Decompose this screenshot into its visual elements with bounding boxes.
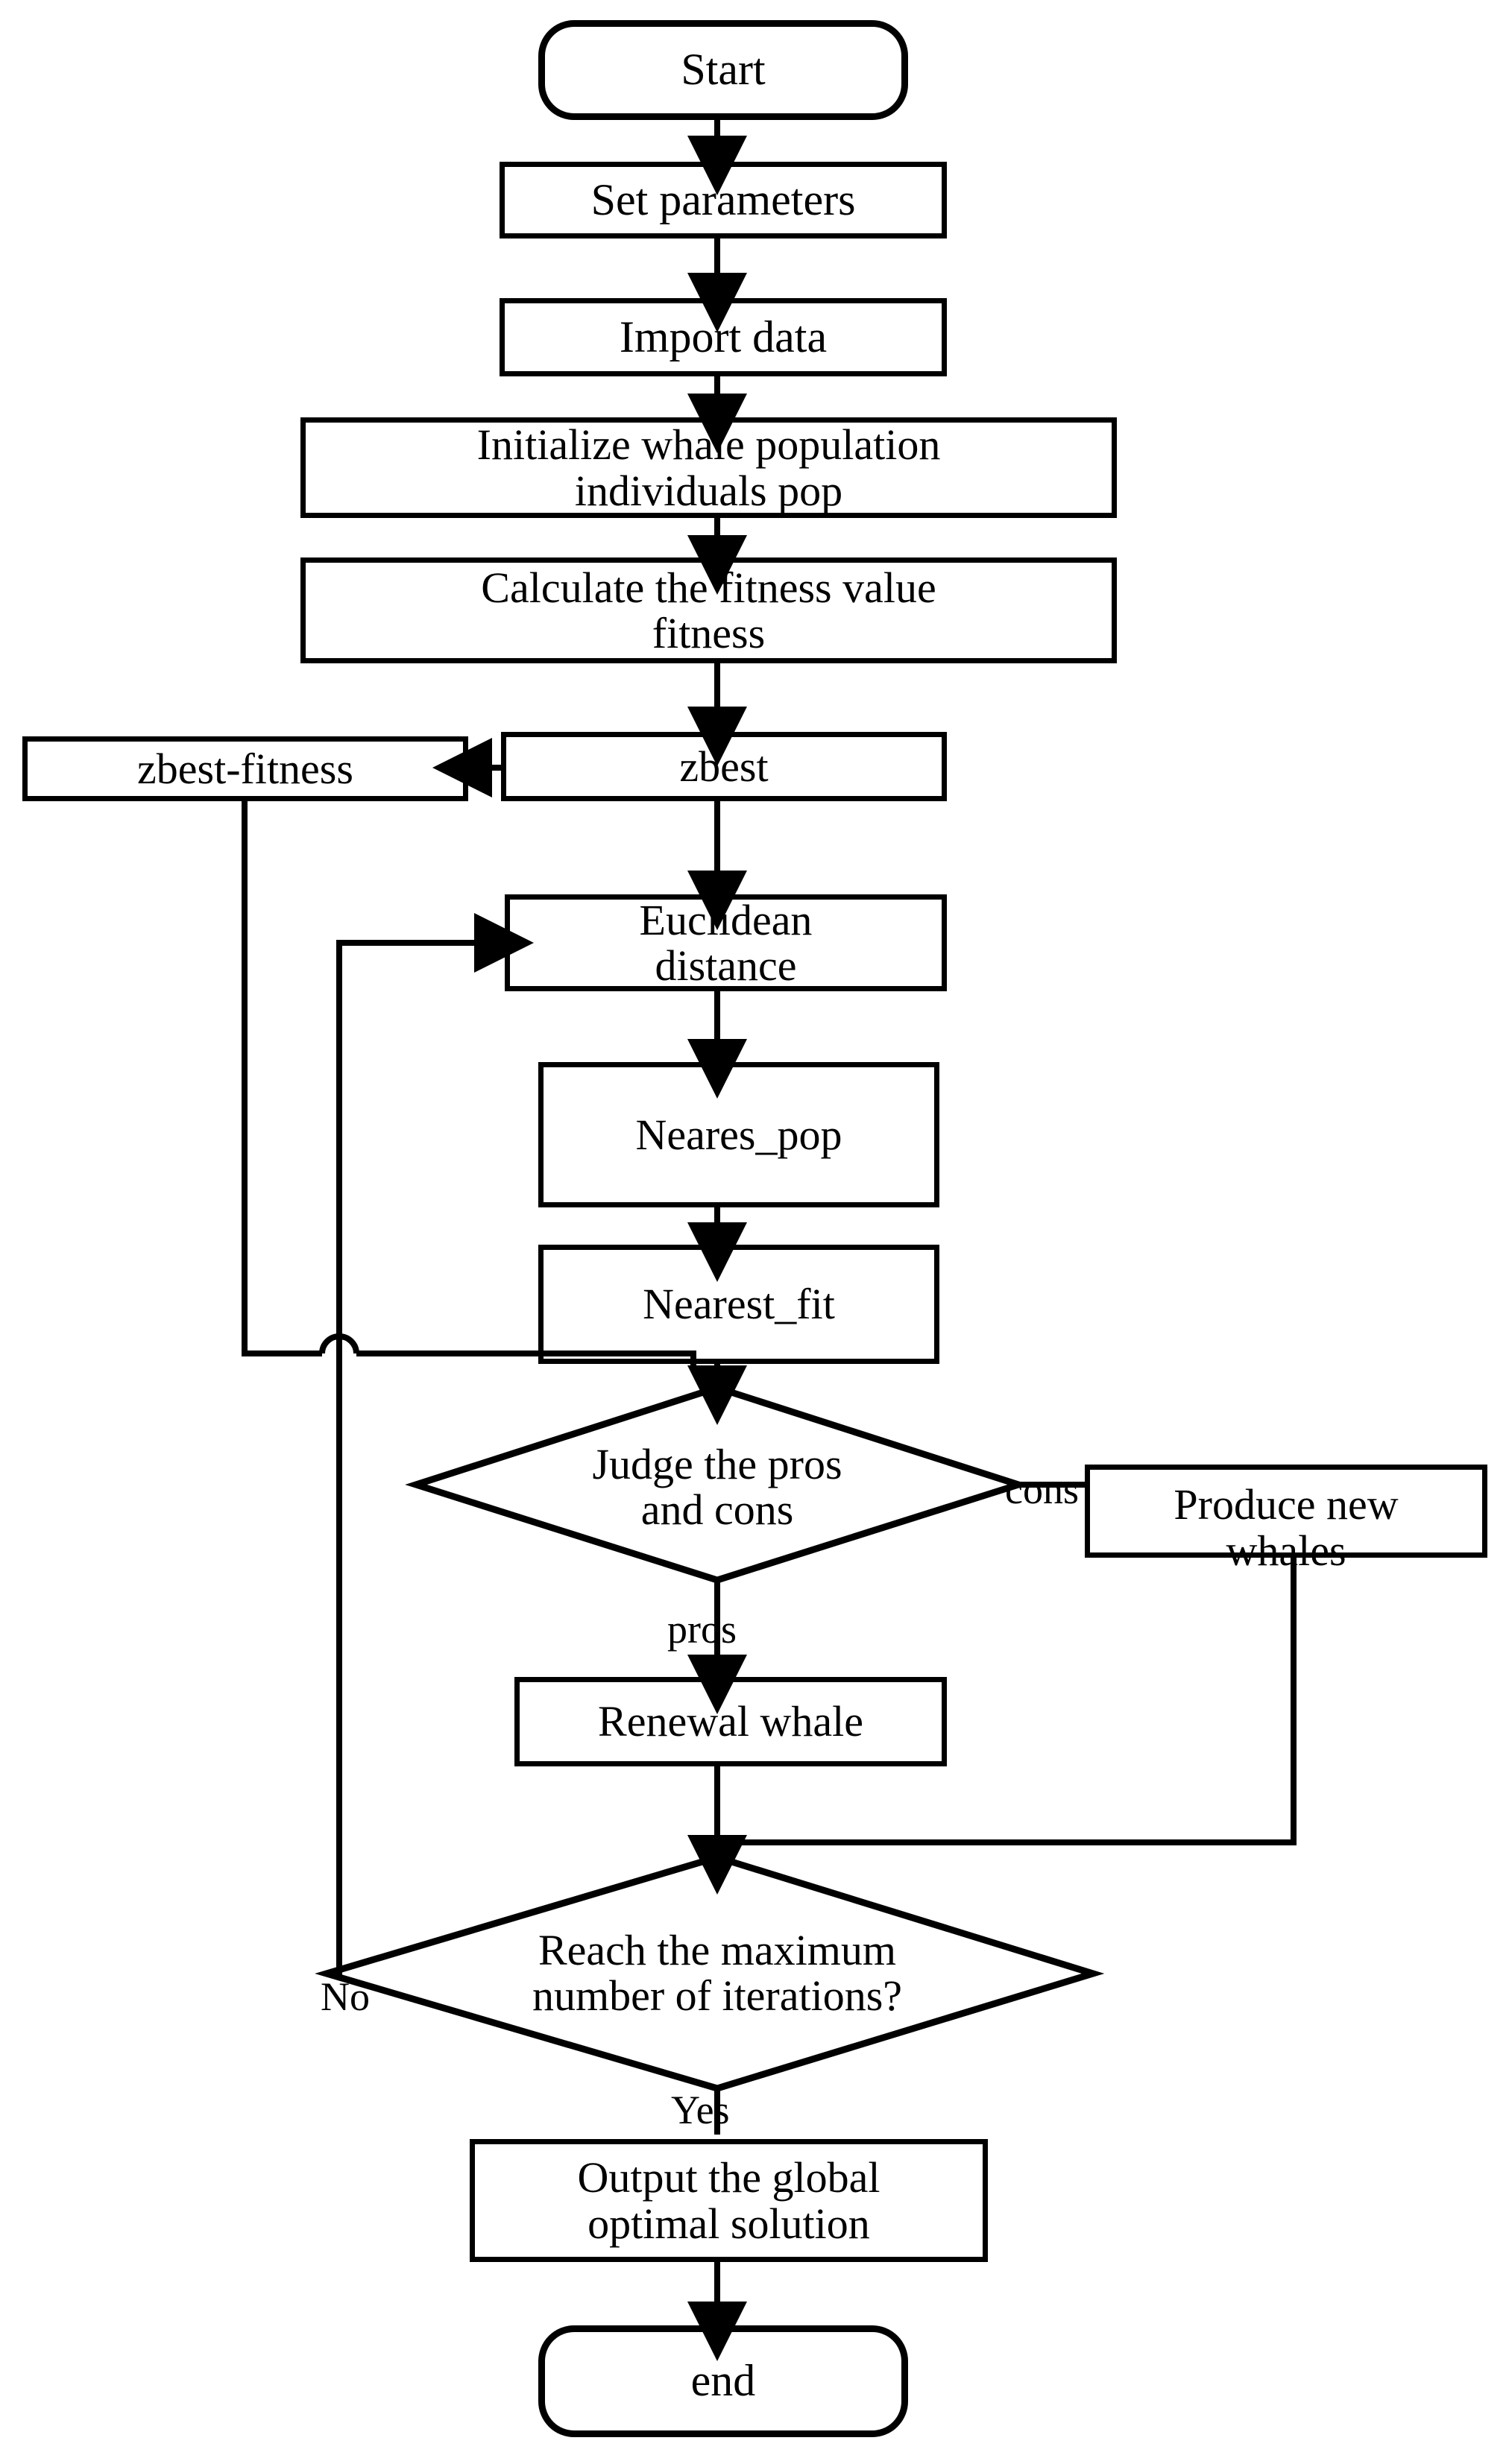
node-end-label: end [690,2356,756,2406]
node-nearest-fit-label: Nearest_fit [643,1280,835,1329]
node-import-data[interactable]: Import data [500,298,947,376]
edge-label-cons: cons [1005,1468,1079,1512]
node-zbest[interactable]: zbest [501,732,947,801]
node-renewal-whale[interactable]: Renewal whale [514,1677,947,1766]
node-start[interactable]: Start [538,20,908,120]
node-output-global-optimal-label: Output the global optimal solution [577,2153,880,2248]
node-zbest-fitness-label: zbest-fitness [137,744,353,793]
node-set-parameters[interactable]: Set parameters [500,162,947,238]
node-euclidean-distance[interactable]: Euclidean distance [505,894,947,991]
node-output-global-optimal[interactable]: Output the global optimal solution [470,2139,988,2262]
node-judge-pros-cons[interactable]: Judge the pros and cons [455,1416,980,1558]
node-nearest-fit[interactable]: Nearest_fit [538,1245,939,1364]
node-produce-new-whales[interactable]: Produce new whales [1085,1465,1487,1573]
node-initialize-population-label: Initialize whale population individuals … [476,420,941,515]
node-set-parameters-label: Set parameters [590,174,856,224]
junction-dot [711,1836,724,1849]
node-neares-pop[interactable]: Neares_pop [538,1062,939,1207]
node-judge-pros-cons-label: Judge the pros and cons [592,1439,842,1534]
edge-label-no: No [321,1974,370,2019]
node-zbest-label: zbest [679,742,769,791]
node-reach-max-iterations[interactable]: Reach the maximum number of iterations? [418,1902,1017,2044]
wire-hop-bridge [319,1333,359,1354]
edge-label-yes: Yes [671,2088,730,2132]
node-initialize-population[interactable]: Initialize whale population individuals … [300,417,1117,518]
edge-label-pros: pros [667,1607,737,1652]
node-end[interactable]: end [538,2325,908,2437]
node-produce-new-whales-label: Produce new whales [1174,1480,1399,1575]
node-calculate-fitness[interactable]: Calculate the fitness value fitness [300,557,1117,663]
node-renewal-whale-label: Renewal whale [598,1697,863,1746]
node-reach-max-iterations-label: Reach the maximum number of iterations? [532,1925,903,2020]
node-zbest-fitness[interactable]: zbest-fitness [22,736,468,801]
node-import-data-label: Import data [619,312,828,361]
node-euclidean-distance-label: Euclidean distance [639,895,813,990]
node-neares-pop-label: Neares_pop [635,1110,842,1159]
node-calculate-fitness-label: Calculate the fitness value fitness [481,563,936,657]
node-start-label: Start [681,45,766,95]
